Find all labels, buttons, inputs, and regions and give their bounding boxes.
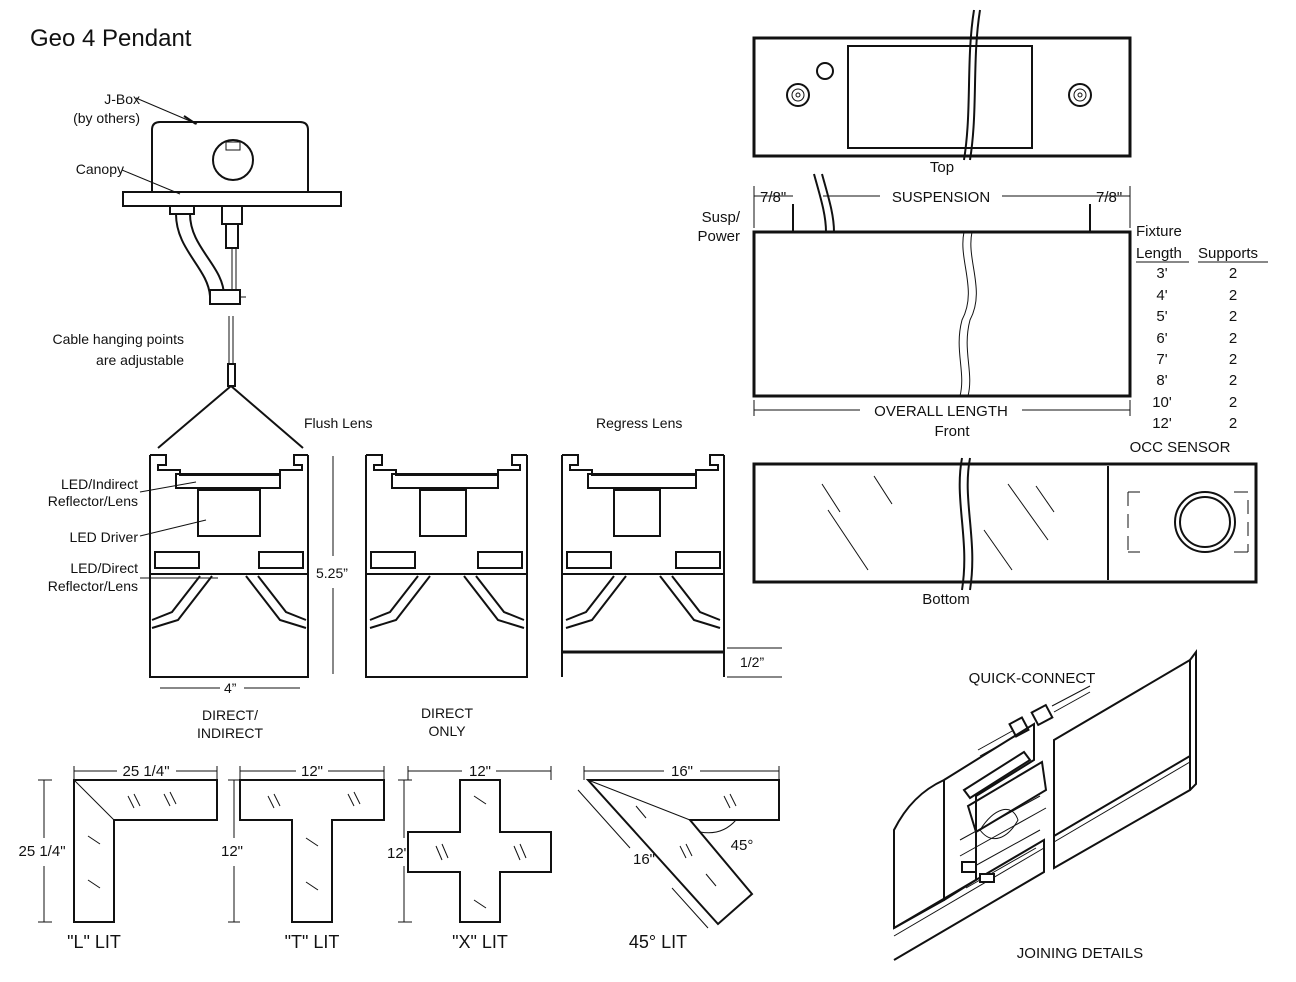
jbox-label: J-Box bbox=[104, 91, 140, 107]
suspension-cable bbox=[157, 316, 304, 449]
table-cell-supports: 2 bbox=[1229, 372, 1237, 389]
top-view bbox=[752, 9, 1132, 161]
table-header-supports: Supports bbox=[1198, 245, 1258, 262]
table-cell-supports: 2 bbox=[1229, 265, 1237, 282]
table-cell-length: 4' bbox=[1156, 287, 1167, 304]
occ-sensor-label: OCC SENSOR bbox=[1130, 439, 1231, 456]
config-angle-dimension: 45° bbox=[731, 837, 754, 854]
table-cell-length: 8' bbox=[1156, 372, 1167, 389]
jbox-sublabel: (by others) bbox=[73, 110, 140, 126]
canopy-diagram bbox=[121, 97, 342, 305]
table-cell-length: 5' bbox=[1156, 308, 1167, 325]
top-view-label: Top bbox=[930, 159, 954, 176]
cable-sublabel: are adjustable bbox=[96, 352, 184, 368]
table-cell-length: 12' bbox=[1152, 415, 1172, 432]
table-cell-length: 7' bbox=[1156, 351, 1167, 368]
led-indirect-sublabel: Reflector/Lens bbox=[48, 493, 138, 509]
table-cell-supports: 2 bbox=[1229, 287, 1237, 304]
overall-length-dimension: OVERALL LENGTH bbox=[874, 403, 1008, 420]
config-name: 45° LIT bbox=[629, 932, 687, 952]
led-driver-label: LED Driver bbox=[70, 529, 139, 545]
config-width-dimension: 25 1/4" bbox=[122, 763, 169, 780]
offset-left-dimension: 7/8" bbox=[760, 189, 786, 206]
config-t-lit bbox=[228, 766, 385, 923]
config-45-lit bbox=[577, 766, 780, 929]
bottom-view-label: Bottom bbox=[922, 591, 970, 608]
config-name: "L" LIT bbox=[67, 932, 121, 952]
table-cell-length: 3' bbox=[1156, 265, 1167, 282]
height-dimension: 5.25” bbox=[316, 565, 348, 581]
config-height-dimension: 12" bbox=[387, 845, 409, 862]
led-direct-label: LED/Direct bbox=[70, 560, 138, 576]
offset-right-dimension: 7/8" bbox=[1096, 189, 1122, 206]
flush-lens-label: Flush Lens bbox=[304, 415, 372, 431]
cable-label: Cable hanging points bbox=[52, 331, 184, 347]
front-view-label: Front bbox=[934, 423, 970, 440]
table-cell-length: 6' bbox=[1156, 330, 1167, 347]
led-indirect-label: LED/Indirect bbox=[61, 476, 138, 492]
suspension-dimension: SUSPENSION bbox=[892, 189, 990, 206]
width-dimension: 4” bbox=[224, 680, 237, 696]
config-name: "X" LIT bbox=[452, 932, 508, 952]
config-width-dimension: 12" bbox=[301, 763, 323, 780]
quick-connect-label: QUICK-CONNECT bbox=[969, 670, 1096, 687]
table-cell-supports: 2 bbox=[1229, 330, 1237, 347]
section-direct-only bbox=[365, 454, 528, 678]
joining-details-label: JOINING DETAILS bbox=[1017, 945, 1143, 962]
config-height-dimension: 12" bbox=[221, 843, 243, 860]
section-direct-indirect bbox=[149, 454, 309, 678]
section-regress bbox=[561, 454, 725, 677]
table-cell-supports: 2 bbox=[1229, 415, 1237, 432]
config-height-dimension: 25 1/4" bbox=[18, 843, 65, 860]
page-title: Geo 4 Pendant bbox=[30, 25, 192, 52]
table-cell-supports: 2 bbox=[1229, 308, 1237, 325]
direct-indirect-sublabel: INDIRECT bbox=[197, 725, 264, 741]
config-x-lit bbox=[398, 766, 552, 923]
susp-power-sublabel: Power bbox=[697, 228, 740, 245]
led-direct-sublabel: Reflector/Lens bbox=[48, 578, 138, 594]
direct-only-sublabel: ONLY bbox=[428, 723, 466, 739]
regress-dimension: 1/2” bbox=[740, 654, 764, 670]
direct-indirect-label: DIRECT/ bbox=[202, 707, 258, 723]
config-l-lit bbox=[38, 766, 218, 923]
direct-only-label: DIRECT bbox=[421, 705, 474, 721]
config-name: "T" LIT bbox=[285, 932, 340, 952]
config-side-dimension: 16" bbox=[633, 851, 655, 868]
table-header-fixture: Fixture bbox=[1136, 223, 1182, 240]
bottom-view bbox=[752, 457, 1258, 591]
canopy-label: Canopy bbox=[76, 161, 124, 177]
front-view bbox=[752, 173, 1132, 416]
table-header-length: Length bbox=[1136, 245, 1182, 262]
config-width-dimension: 16" bbox=[671, 763, 693, 780]
joining-detail-drawing bbox=[893, 649, 1197, 961]
table-cell-supports: 2 bbox=[1229, 351, 1237, 368]
table-cell-length: 10' bbox=[1152, 394, 1172, 411]
table-cell-supports: 2 bbox=[1229, 394, 1237, 411]
config-width-dimension: 12" bbox=[469, 763, 491, 780]
supports-table: Fixture Length Supports 3' 2 4' 2 5' 2 6… bbox=[1136, 223, 1268, 432]
regress-lens-label: Regress Lens bbox=[596, 415, 682, 431]
susp-power-label: Susp/ bbox=[702, 209, 741, 226]
